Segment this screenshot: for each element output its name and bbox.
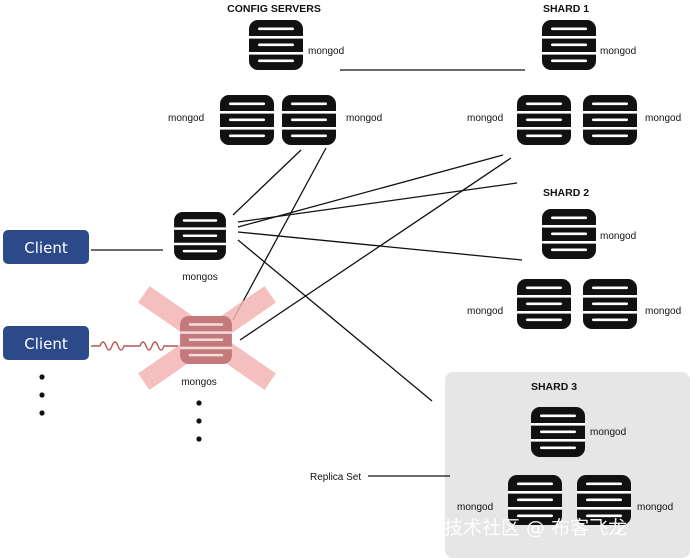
link-mongos-shard2-b xyxy=(237,231,523,261)
shard1-primary-label: mongod xyxy=(600,46,636,57)
link-mongos-config-left xyxy=(232,149,302,216)
shard1-secondary-right-icon xyxy=(583,95,637,145)
shard2-primary-label: mongod xyxy=(600,231,636,242)
failed-mongos-icon xyxy=(180,316,232,364)
link-mongos-shard1-a xyxy=(237,154,504,228)
shard3-primary-icon xyxy=(531,407,585,457)
client-box-2[interactable]: Client xyxy=(3,326,89,360)
mongos-router-icon xyxy=(174,212,226,260)
more-routers-dots xyxy=(196,400,202,442)
config-secondary-left-label: mongod xyxy=(168,113,204,124)
connections xyxy=(91,69,525,477)
shard2-secondary-right-icon xyxy=(583,279,637,329)
shard3-title: SHARD 3 xyxy=(531,381,577,393)
broken-connection-wave xyxy=(91,341,178,351)
more-clients-dots xyxy=(39,374,45,416)
mongos-router-label: mongos xyxy=(182,272,218,283)
config-secondary-left-icon xyxy=(220,95,274,145)
shard1-secondary-left-icon xyxy=(517,95,571,145)
failed-mongos-label: mongos xyxy=(181,377,217,388)
link-mongos-config-right xyxy=(232,147,327,321)
shard1-secondary-left-label: mongod xyxy=(467,113,503,124)
link-mongos-shard2-a xyxy=(237,182,518,223)
shard2-secondary-left-icon xyxy=(517,279,571,329)
shard1-secondary-right-label: mongod xyxy=(645,113,681,124)
shard2-secondary-right-label: mongod xyxy=(645,306,681,317)
client-2-label: Client xyxy=(24,335,68,353)
shard1-primary-icon xyxy=(542,20,596,70)
failed-mongos: mongos xyxy=(138,286,276,390)
config-servers-title: CONFIG SERVERS xyxy=(227,3,321,15)
client-box-1[interactable]: Client xyxy=(3,230,89,264)
config-secondary-right-icon xyxy=(282,95,336,145)
client-1-label: Client xyxy=(24,239,68,257)
shard3-secondary-left-label: mongod xyxy=(457,502,493,513)
config-secondary-right-label: mongod xyxy=(346,113,382,124)
link-mongos-shard1-b xyxy=(239,157,512,341)
shard3-primary-label: mongod xyxy=(590,427,626,438)
shard2-title: SHARD 2 xyxy=(543,187,589,199)
shard1-title: SHARD 1 xyxy=(543,3,589,15)
config-primary-icon xyxy=(249,20,303,70)
shard3-secondary-right-label: mongod xyxy=(637,502,673,513)
shard2-secondary-left-label: mongod xyxy=(467,306,503,317)
replica-set-label: Replica Set xyxy=(310,472,361,483)
link-mongos-shard3 xyxy=(237,239,433,402)
config-primary-label: mongod xyxy=(308,46,344,57)
shard2-primary-icon xyxy=(542,209,596,259)
watermark-text: 掘金技术社区 @ 布客飞龙 xyxy=(406,517,627,539)
